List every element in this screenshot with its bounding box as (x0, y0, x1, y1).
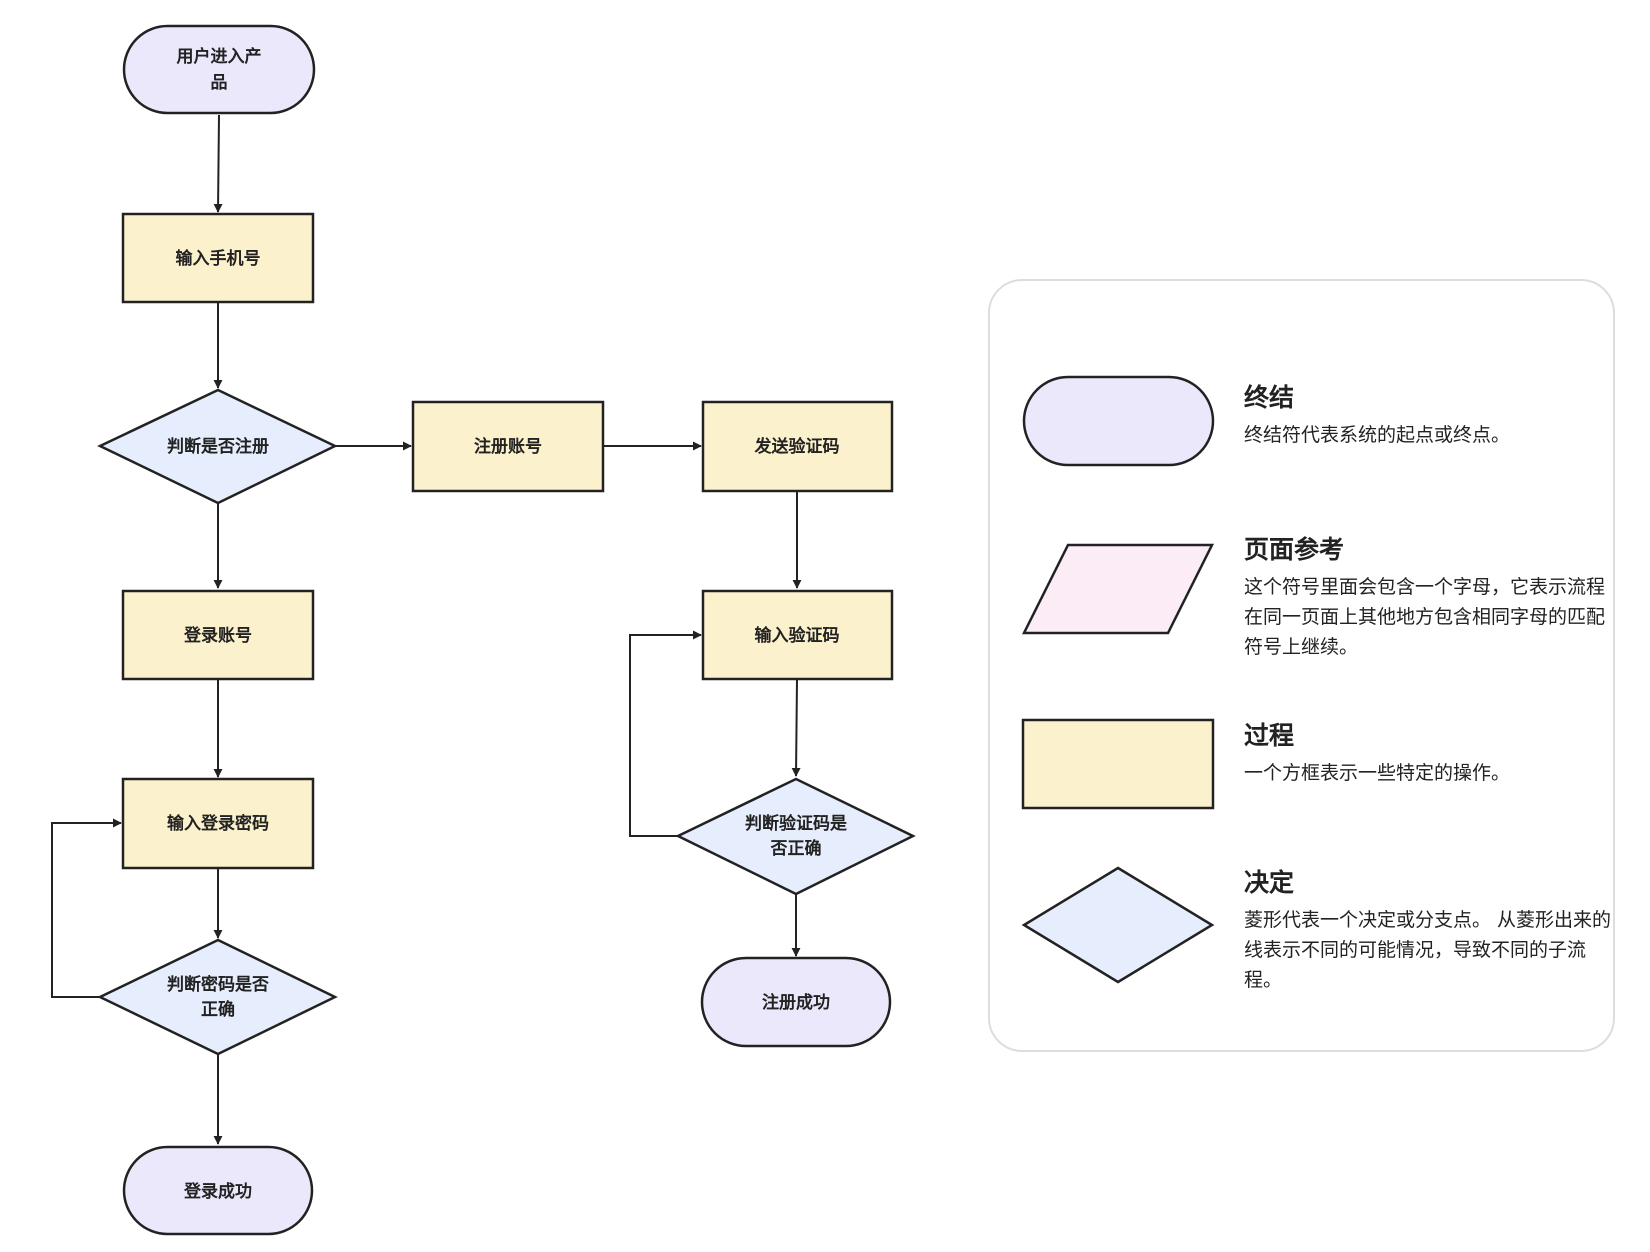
legend-page-ref-title: 页面参考 (1244, 535, 1345, 564)
input-phone-node: 输入手机号 (121, 212, 315, 304)
start-node: 用户进入产 品 (122, 24, 316, 115)
check-code-node: 判断验证码是 否正确 (675, 777, 916, 896)
login-account-label: 登录账号 (183, 625, 252, 646)
check-password-label-line1: 判断密码是否 (167, 974, 269, 995)
legend-page-ref-shape (1021, 543, 1215, 635)
input-phone-label: 输入手机号 (176, 248, 261, 269)
legend-decision-title: 决定 (1244, 868, 1295, 897)
legend-page-ref: 页面参考 这个符号里面会包含一个字母，它表示流程在同一页面上其他地方包含相同字母… (1244, 530, 1614, 662)
legend-process-title: 过程 (1244, 721, 1295, 750)
legend-decision-desc: 菱形代表一个决定或分支点。 从菱形出来的线表示不同的可能情况，导致不同的子流程。 (1244, 909, 1612, 991)
arrow-input-code-to-check-code (791, 678, 801, 777)
send-code-node: 发送验证码 (701, 400, 894, 493)
start-node-label-line2: 品 (211, 73, 228, 93)
register-success-node: 注册成功 (700, 956, 892, 1048)
input-password-label: 输入登录密码 (167, 813, 269, 834)
register-account-node: 注册账号 (411, 400, 605, 493)
check-code-label-line2: 否正确 (770, 838, 822, 859)
connectors (51, 114, 802, 1145)
arrow-check-password-loop-back (51, 818, 122, 998)
arrow-start-to-input-phone (213, 114, 223, 213)
input-password-node: 输入登录密码 (121, 777, 315, 870)
send-code-label: 发送验证码 (754, 436, 840, 457)
legend-process: 过程 一个方框表示一些特定的操作。 (1244, 716, 1614, 788)
register-success-label: 注册成功 (762, 992, 830, 1013)
legend-terminal-desc: 终结符代表系统的起点或终点。 (1244, 424, 1511, 446)
arrow-check-code-loop-back (629, 630, 702, 837)
check-password-label-line2: 正确 (201, 999, 235, 1020)
check-code-label-line1: 判断验证码是 (745, 813, 847, 834)
legend-process-desc: 一个方框表示一些特定的操作。 (1244, 762, 1511, 784)
login-account-node: 登录账号 (121, 589, 315, 681)
check-password-node: 判断密码是否 正确 (97, 938, 338, 1056)
register-account-label: 注册账号 (474, 436, 542, 457)
input-code-label: 输入验证码 (755, 625, 840, 646)
legend-decision-shape (1021, 866, 1215, 984)
legend-terminal: 终结 终结符代表系统的起点或终点。 (1244, 378, 1614, 450)
legend-process-shape (1021, 718, 1215, 810)
legend-terminal-title: 终结 (1244, 383, 1295, 412)
check-registered-node: 判断是否注册 (97, 388, 338, 505)
check-registered-label: 判断是否注册 (167, 436, 269, 457)
legend-decision: 决定 菱形代表一个决定或分支点。 从菱形出来的线表示不同的可能情况，导致不同的子… (1244, 863, 1614, 995)
start-node-label-line1: 用户进入产 (177, 46, 262, 67)
legend-terminal-shape (1022, 375, 1215, 467)
login-success-label: 登录成功 (183, 1181, 252, 1202)
login-success-node: 登录成功 (122, 1145, 314, 1236)
legend-page-ref-desc: 这个符号里面会包含一个字母，它表示流程在同一页面上其他地方包含相同字母的匹配符号… (1244, 576, 1606, 658)
input-code-node: 输入验证码 (701, 589, 894, 681)
